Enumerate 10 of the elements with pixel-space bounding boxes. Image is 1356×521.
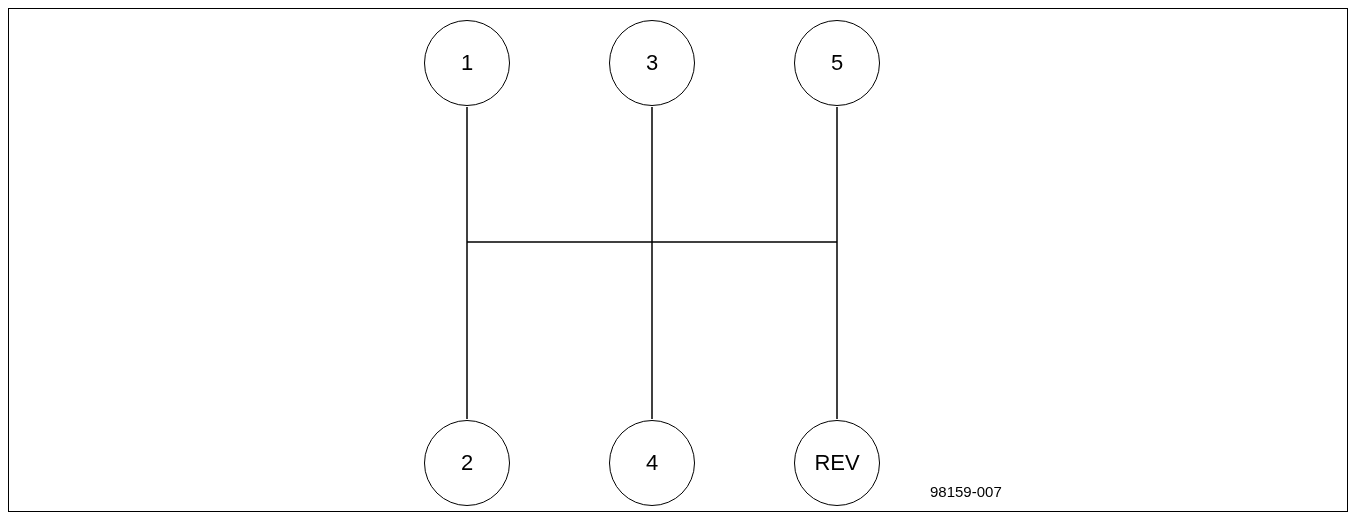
gear-label: REV	[814, 450, 860, 476]
gear-label: 1	[460, 50, 474, 76]
gear-label: 3	[645, 50, 659, 76]
figure-number: 98159-007	[930, 483, 1002, 500]
shift-line	[466, 106, 468, 420]
gear-label: 4	[645, 450, 659, 476]
gear-label: 5	[830, 50, 844, 76]
shift-line	[836, 106, 838, 420]
gear-label: 2	[460, 450, 474, 476]
shift-line	[651, 106, 653, 420]
